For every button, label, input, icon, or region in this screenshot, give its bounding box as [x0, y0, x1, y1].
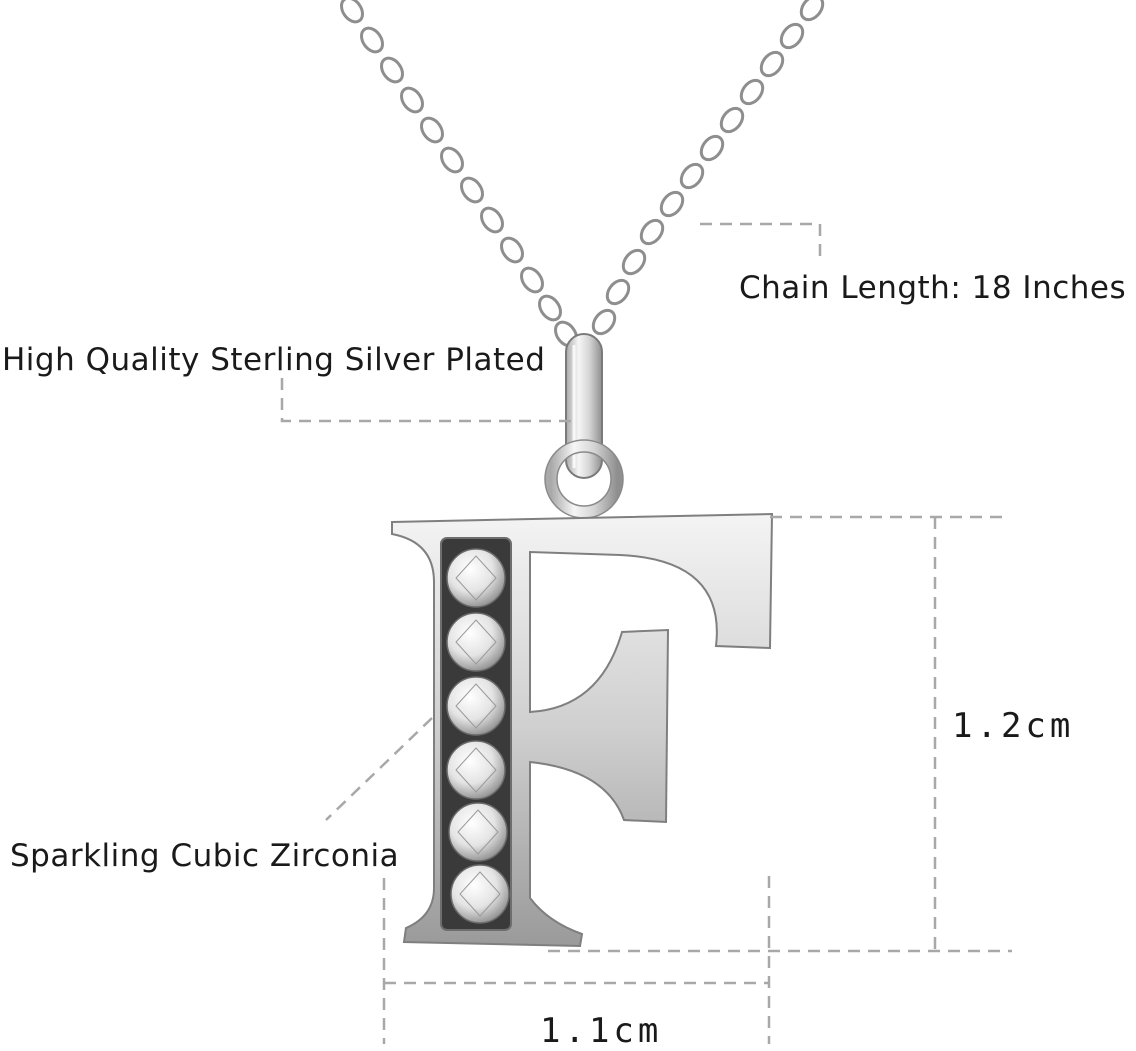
cubic-zirconia-stones — [446, 548, 510, 924]
stones-label: Sparkling Cubic Zirconia — [10, 838, 400, 874]
dimension-guides — [280, 222, 1012, 1044]
pendant-bail — [544, 333, 624, 519]
chain-length-leader — [700, 222, 822, 262]
gem-stone — [450, 864, 510, 924]
height-dimension-label: 1.2cm — [952, 706, 1075, 746]
gem-stone — [446, 612, 506, 672]
chain-length-label: Chain Length: 18 Inches — [739, 270, 1127, 306]
gem-stone — [446, 676, 506, 736]
zirconia-leader — [325, 717, 433, 821]
chain-left-strand — [340, 0, 578, 348]
chain-right-strand — [591, 0, 825, 336]
width-dimension-label: 1.1cm — [540, 1011, 663, 1051]
gem-stone — [446, 548, 506, 608]
material-label: High Quality Sterling Silver Plated — [2, 342, 546, 378]
gem-stone — [446, 740, 506, 800]
silver-leader — [280, 378, 572, 423]
gem-stone — [448, 802, 508, 862]
